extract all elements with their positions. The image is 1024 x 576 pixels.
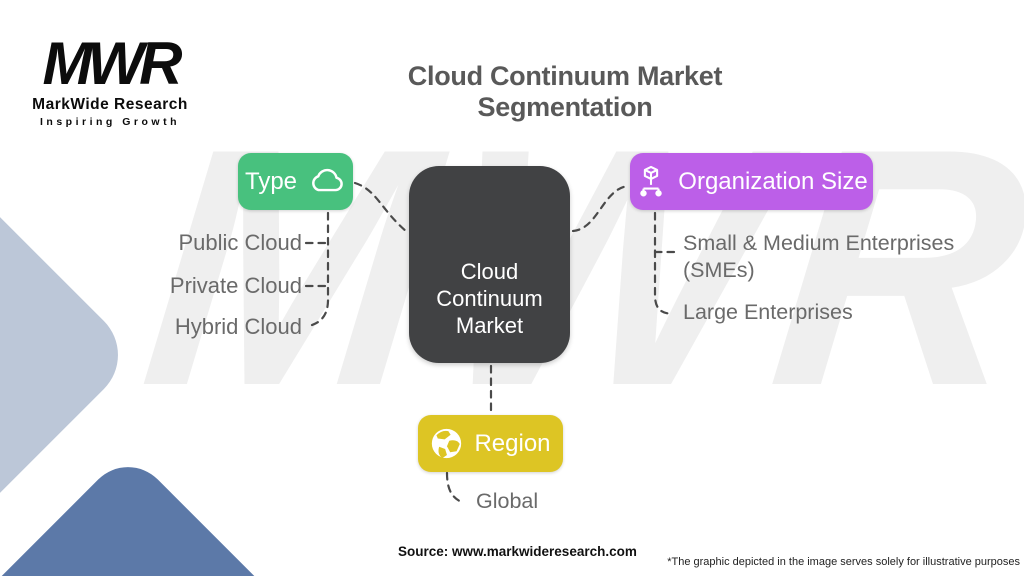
connector-region-to-global — [445, 471, 466, 505]
connector-center-to-org — [571, 184, 630, 233]
page-title: Cloud Continuum Market Segmentation — [407, 61, 723, 122]
item-large-enterprises: Large Enterprises — [683, 300, 853, 324]
region-node: Region — [418, 415, 563, 472]
logo-tagline: Inspiring Growth — [40, 116, 180, 128]
cloud-icon — [312, 168, 343, 192]
type-label: Type — [244, 167, 298, 195]
center-node: Cloud Continuum Market — [409, 166, 570, 363]
organization-size-node: Organization Size — [630, 153, 873, 210]
item-global: Global — [476, 489, 539, 513]
type-node: Type — [238, 153, 353, 210]
connector-org-down — [653, 211, 674, 316]
connector-type-to-center — [353, 181, 409, 234]
logo-mark: MWR — [42, 30, 183, 97]
connector-type-down — [307, 211, 330, 328]
item-smes: Small & Medium Enterprises (SMEs) — [683, 231, 955, 282]
logo-name: MarkWide Research — [32, 96, 188, 113]
sitemap-icon — [640, 165, 663, 196]
item-public-cloud: Public Cloud — [178, 230, 302, 255]
organization-size-label: Organization Size — [678, 167, 868, 195]
item-private-cloud: Private Cloud — [169, 273, 302, 298]
item-hybrid-cloud: Hybrid Cloud — [174, 314, 302, 339]
disclaimer-text: *The graphic depicted in the image serve… — [667, 556, 1020, 568]
center-node-label: Cloud Continuum Market — [436, 259, 543, 338]
mwr-logo: MWR MarkWide Research Inspiring Growth — [28, 30, 192, 129]
source-text: Source: www.markwideresearch.com — [398, 544, 637, 559]
globe-icon — [432, 428, 462, 459]
region-label: Region — [474, 429, 551, 457]
